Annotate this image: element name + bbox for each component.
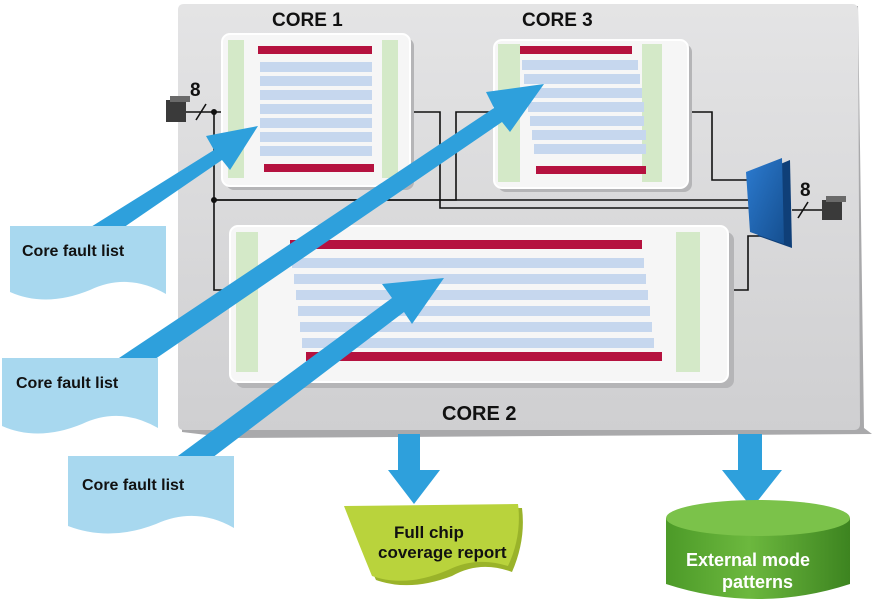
core-3-label: CORE 3 [522,10,593,31]
coverage-report-line2: coverage report [378,543,507,562]
patterns-line2: patterns [722,572,793,592]
fault-list-arrows [70,84,782,508]
core-2-label: CORE 2 [442,403,516,425]
arrow-to-patterns [722,434,782,508]
input-pin [166,96,217,203]
output-bus-width: 8 [800,180,811,201]
core-2-scan-chains [290,240,662,361]
core-2-block [229,225,734,388]
fault-list-doc-1 [10,226,166,300]
output-mux [746,158,792,248]
core-1-scan-chains [258,46,374,172]
fault-list-doc-3 [68,456,234,534]
core-1-output-wrapper [382,40,398,178]
core-1-label: CORE 1 [272,10,343,31]
arrow-to-core-3 [92,84,544,394]
core-3-scan-chains [520,46,646,174]
core-2-input-wrapper [236,232,258,372]
arrow-to-report [388,434,440,504]
patterns-database [666,500,850,599]
coverage-report-doc [344,504,523,586]
patterns-line1: External mode [686,550,810,570]
output-pin [797,196,846,220]
core-3-output-wrapper [642,44,662,182]
fault-list-3-label: Core fault list [82,477,185,494]
core-2-output-wrapper [676,232,700,372]
core-1-block [221,33,414,190]
fault-list-doc-2 [2,358,158,434]
core-3-block [493,39,692,192]
coverage-report-line1: Full chip [394,523,464,542]
fault-list-1-label: Core fault list [22,243,125,260]
fault-list-2-label: Core fault list [16,375,119,392]
input-bus-width: 8 [190,80,201,101]
arrow-to-core-1 [70,126,258,256]
arrow-to-core-2 [148,278,444,496]
